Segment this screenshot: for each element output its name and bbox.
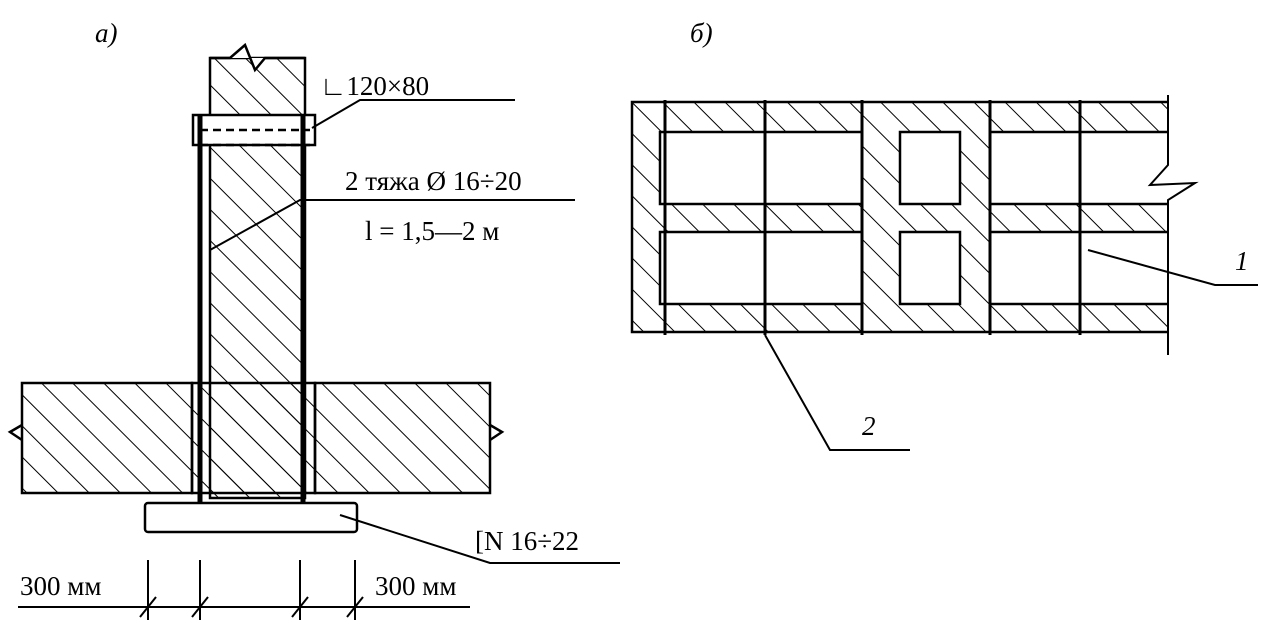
channel-label: [N 16÷22 xyxy=(475,526,579,556)
dim-left: 300 мм xyxy=(20,571,101,601)
label-b: б) xyxy=(690,18,713,48)
dim-right: 300 мм xyxy=(375,571,456,601)
wall-plan-b xyxy=(630,95,1199,355)
wall-section-a xyxy=(7,42,505,534)
callout-1: 1 xyxy=(1235,246,1249,276)
label-a: а) xyxy=(95,18,118,48)
leaders-a xyxy=(18,99,620,620)
callout-2: 2 xyxy=(862,411,876,441)
leaders-b xyxy=(764,249,1258,451)
rod-label: 2 тяжа Ø 16÷20 xyxy=(345,166,522,196)
rod-length: l = 1,5—2 м xyxy=(365,216,499,246)
angle-label: ∟120×80 xyxy=(320,71,429,101)
